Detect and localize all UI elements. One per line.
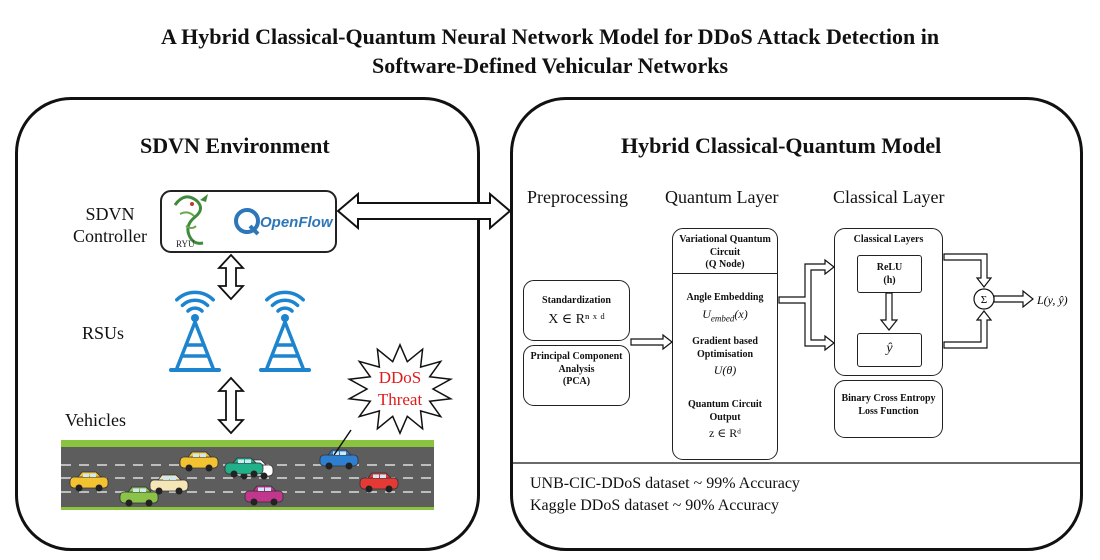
loss-label: L(y, ŷ) bbox=[1036, 293, 1068, 307]
classical-to-sum-top-arrow bbox=[943, 253, 993, 288]
vehicles-label: Vehicles bbox=[65, 410, 126, 430]
vehicle-icon bbox=[149, 474, 189, 495]
rsus-label: RSUs bbox=[82, 323, 125, 343]
pca-line1: Principal Component bbox=[530, 351, 623, 362]
quantum-divider bbox=[673, 273, 777, 274]
bce-line2: Loss Function bbox=[858, 405, 919, 417]
pca-label: Principal Component Analysis (PCA) bbox=[524, 351, 629, 389]
preprocess-to-quantum-arrow bbox=[630, 333, 673, 351]
relu-line2: (h) bbox=[883, 274, 896, 286]
quantum-layer-box: Variational Quantum Circuit (Q Node) Ang… bbox=[672, 228, 778, 460]
title-line-1: A Hybrid Classical-Quantum Neural Networ… bbox=[160, 24, 940, 49]
threat-line-2: Threat bbox=[378, 390, 423, 409]
yhat-box: ŷ bbox=[857, 333, 922, 367]
classical-layer-title: Classical Layer bbox=[833, 187, 945, 207]
figure-title: A Hybrid Classical-Quantum Neural Networ… bbox=[0, 22, 1100, 80]
vqc-label: Variational Quantum Circuit (Q Node) bbox=[673, 234, 777, 272]
hybrid-model-heading: Hybrid Classical-Quantum Model bbox=[621, 133, 942, 158]
quantum-output-line1: Quantum Circuit bbox=[688, 399, 762, 410]
openflow-logo-text: OpenFlow bbox=[260, 214, 334, 231]
result-line-1: UNB-CIC-DDoS dataset ~ 99% Accuracy bbox=[530, 475, 800, 492]
vehicle-icon bbox=[224, 457, 264, 478]
rsu-tower-icon bbox=[259, 290, 311, 372]
quantum-to-classical-arrow bbox=[778, 258, 835, 352]
ryu-logo-icon: RYU bbox=[173, 194, 208, 249]
ryu-logo-text: RYU bbox=[176, 239, 195, 249]
pca-line3: (PCA) bbox=[562, 376, 591, 387]
sdvn-environment-heading: SDVN Environment bbox=[140, 133, 330, 158]
openflow-logo-icon: OpenFlow bbox=[234, 208, 334, 236]
rsu-tower-icon bbox=[169, 290, 221, 372]
standardization-label: Standardization bbox=[542, 295, 611, 306]
gradient-line2: Optimisation bbox=[696, 348, 754, 360]
relu-to-yhat-arrow bbox=[879, 292, 899, 331]
sum-node-icon bbox=[973, 288, 995, 310]
vehicle-icon bbox=[69, 471, 109, 492]
vqc-line2: Circuit bbox=[709, 246, 741, 258]
quantum-output-line2: Output bbox=[709, 411, 741, 423]
bce-line1: Binary Cross Entropy bbox=[841, 393, 936, 404]
title-line-2: Software-Defined Vehicular Networks bbox=[371, 53, 729, 78]
quantum-output-label: Quantum Circuit Output bbox=[673, 399, 777, 424]
gradient-line1: Gradient based bbox=[692, 336, 758, 347]
standardization-math: X ∈ Rⁿ ˣ ᵈ bbox=[548, 312, 605, 327]
angle-embedding-math: Uembed(x) bbox=[702, 307, 748, 324]
result-line-2: Kaggle DDoS dataset ~ 90% Accuracy bbox=[530, 497, 780, 514]
vqc-line1: Variational Quantum bbox=[679, 234, 771, 245]
preprocessing-title: Preprocessing bbox=[527, 187, 628, 207]
controller-rsu-double-arrow bbox=[216, 253, 246, 301]
controller-label: SDVN Controller bbox=[60, 203, 160, 247]
vehicle-icon bbox=[119, 486, 159, 507]
gradient-math: U(θ) bbox=[713, 363, 737, 377]
relu-label: ReLU (h) bbox=[858, 262, 921, 287]
relu-line1: ReLU bbox=[876, 262, 903, 273]
pca-box: Principal Component Analysis (PCA) bbox=[523, 345, 630, 406]
vehicle-icon bbox=[319, 449, 359, 470]
classical-layers-label: Classical Layers bbox=[853, 234, 924, 245]
yhat-label: ŷ bbox=[886, 341, 893, 356]
vehicle-icon bbox=[244, 485, 284, 506]
bce-loss-box: Binary Cross Entropy Loss Function bbox=[834, 380, 943, 438]
controller-label-line2: Controller bbox=[73, 226, 147, 246]
gradient-label: Gradient based Optimisation bbox=[673, 336, 777, 361]
quantum-layer-title: Quantum Layer bbox=[665, 187, 779, 207]
quantum-output-math: z ∈ Rᵈ bbox=[709, 426, 741, 440]
vehicle-icon bbox=[359, 472, 399, 493]
vehicle-road-scene bbox=[61, 440, 434, 510]
sum-to-loss-arrow bbox=[993, 289, 1034, 309]
standardization-box: Standardization X ∈ Rⁿ ˣ ᵈ bbox=[523, 280, 630, 341]
rsu-towers bbox=[169, 290, 311, 372]
pca-line2: Analysis bbox=[558, 363, 595, 375]
sum-symbol: Σ bbox=[981, 294, 987, 306]
vqc-line3: (Q Node) bbox=[705, 259, 745, 270]
vehicle-icon bbox=[179, 451, 219, 472]
classical-to-sum-bottom-arrow bbox=[943, 310, 993, 349]
angle-embedding-label: Angle Embedding bbox=[686, 292, 764, 303]
threat-line-1: DDoS bbox=[379, 368, 422, 387]
ddos-threat-burst: DDoS Threat bbox=[333, 342, 454, 456]
bce-loss-label: Binary Cross Entropy Loss Function bbox=[835, 393, 942, 418]
controller-label-line1: SDVN bbox=[85, 204, 135, 224]
rsu-vehicles-double-arrow bbox=[216, 376, 246, 435]
